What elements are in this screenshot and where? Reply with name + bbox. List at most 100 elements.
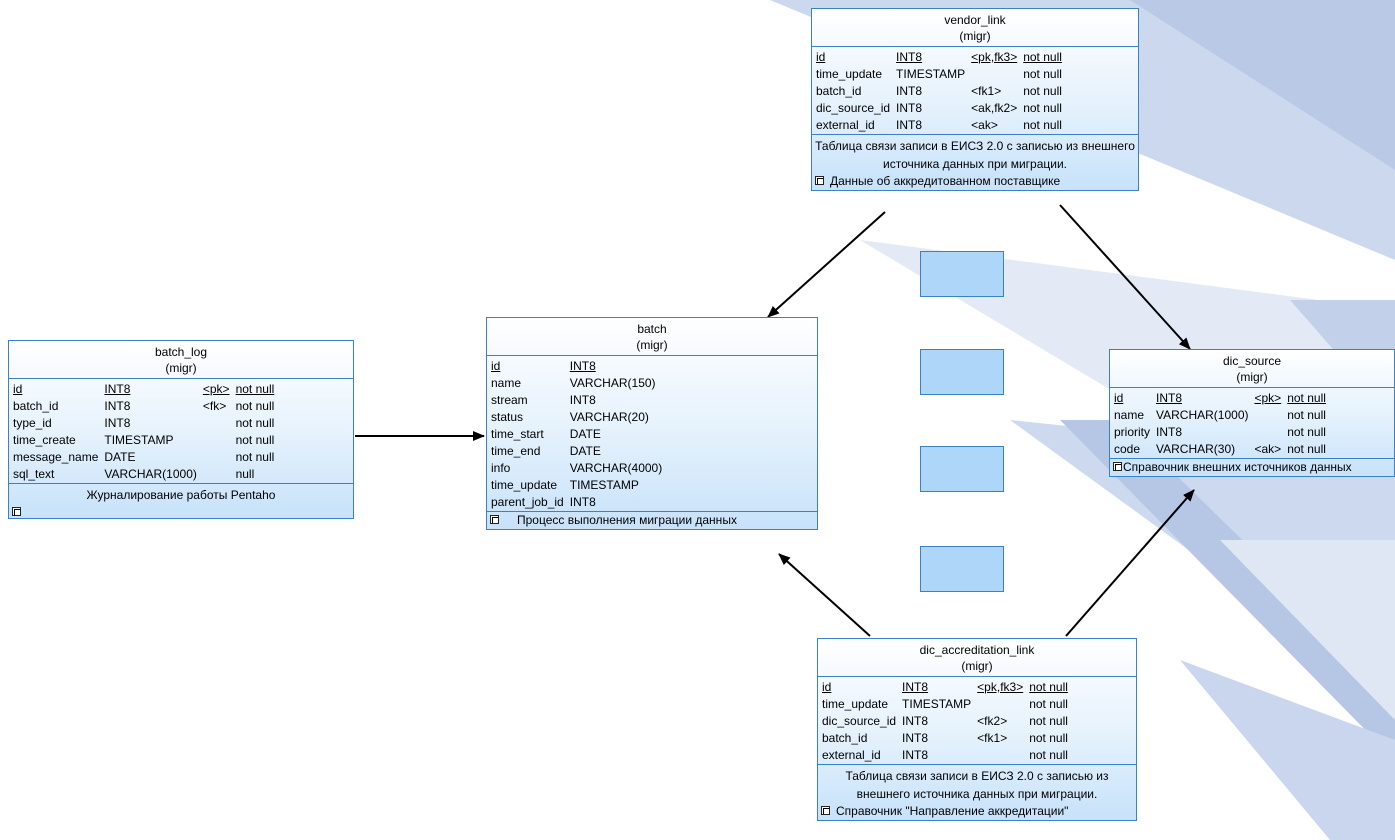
shortcut-row: Справочник "Направление аккредитации" — [818, 803, 1136, 820]
column-key — [668, 443, 674, 460]
column-name: message_name — [13, 450, 99, 464]
placeholder-symbol[interactable] — [920, 546, 1004, 592]
column-name: sql_text — [13, 467, 55, 481]
entity-name: batch — [637, 322, 667, 336]
column-type: VARCHAR(150) — [569, 376, 656, 390]
column-name: name — [491, 376, 522, 390]
column-key — [203, 432, 236, 449]
column-type: VARCHAR(1000) — [1156, 408, 1249, 422]
column-type: TIMESTAMP — [896, 67, 966, 81]
shortcut-icon — [815, 176, 824, 185]
column-nullable: not null — [1287, 442, 1326, 456]
column-type: TIMESTAMP — [902, 697, 972, 711]
column-row: external_id INT8 not null — [822, 747, 1068, 764]
column-name: id — [816, 50, 826, 64]
column-nullable: not null — [1029, 748, 1068, 762]
placeholder-symbol[interactable] — [920, 349, 1004, 395]
column-nullable: not null — [1029, 731, 1068, 745]
column-name: external_id — [816, 118, 875, 132]
column-nullable: not null — [1287, 408, 1326, 422]
column-type: INT8 — [104, 399, 131, 413]
shortcut-label: Процесс выполнения миграции данных — [517, 513, 737, 527]
column-nullable: not null — [1023, 84, 1062, 98]
column-name: time_create — [13, 433, 76, 447]
column-key: <fk1> — [971, 84, 1002, 98]
entity-header: batch_log (migr) — [9, 341, 353, 379]
column-name: name — [1114, 408, 1145, 422]
bg-stripe — [1180, 660, 1395, 840]
column-nullable: not null — [1287, 425, 1326, 439]
column-type: INT8 — [902, 748, 929, 762]
column-name: parent_job_id — [491, 495, 564, 509]
entity-header: vendor_link (migr) — [812, 9, 1138, 47]
column-key: <ak> — [1254, 442, 1282, 456]
column-key: <pk> — [202, 382, 230, 396]
column-type: VARCHAR(20) — [569, 410, 649, 424]
column-name: dic_source_id — [822, 714, 897, 728]
column-key: <ak,fk2> — [971, 101, 1018, 115]
bg-stripe — [1130, 0, 1395, 170]
placeholder-symbol[interactable] — [920, 446, 1004, 492]
column-type: INT8 — [569, 495, 596, 509]
entity-schema: (migr) — [961, 659, 993, 673]
column-row: time_create TIMESTAMP not null — [13, 432, 274, 449]
column-name: status — [491, 410, 524, 424]
column-type: INT8 — [1156, 391, 1183, 405]
shortcut-label: Справочник "Направление аккредитации" — [836, 804, 1069, 818]
entity-comment: Таблица связи записи в ЕИСЗ 2.0 с запись… — [815, 139, 1135, 171]
column-key — [668, 426, 674, 443]
shortcut-row: Процесс выполнения миграции данных — [487, 512, 817, 529]
shortcut-label: Данные об аккредитованном поставщике — [830, 174, 1061, 188]
entity-name: dic_source — [1222, 354, 1282, 368]
column-key — [203, 449, 236, 466]
entity-schema: (migr) — [636, 338, 668, 352]
shortcut-icon — [490, 515, 499, 524]
column-name: batch_id — [816, 84, 862, 98]
column-key: <fk> — [202, 399, 227, 413]
column-type: INT8 — [896, 84, 923, 98]
column-type: INT8 — [569, 359, 596, 373]
column-row: name VARCHAR(150) — [491, 375, 674, 392]
column-key — [668, 477, 674, 494]
column-type: TIMESTAMP — [104, 433, 174, 447]
placeholder-symbol[interactable] — [920, 251, 1004, 297]
column-name: time_update — [491, 478, 558, 492]
column-nullable: not null — [235, 416, 275, 430]
column-key — [668, 460, 674, 477]
entity-schema: (migr) — [959, 29, 991, 43]
column-name: external_id — [822, 748, 881, 762]
column-key: <ak> — [971, 118, 998, 132]
column-type: INT8 — [104, 382, 131, 396]
shortcut-icon — [12, 507, 21, 516]
column-row: batch_id INT8 <fk1> not null — [816, 83, 1062, 100]
column-key: <pk,fk3> — [971, 50, 1018, 64]
column-nullable: not null — [1023, 50, 1062, 64]
column-row: name VARCHAR(1000) not null — [1114, 407, 1326, 424]
column-name: time_update — [816, 67, 883, 81]
column-key — [668, 494, 674, 511]
shortcut-icon — [1113, 462, 1122, 471]
column-nullable: not null — [1287, 391, 1326, 405]
entity-header: batch (migr) — [487, 318, 817, 356]
column-nullable: not null — [235, 450, 275, 464]
column-nullable: not null — [235, 433, 275, 447]
